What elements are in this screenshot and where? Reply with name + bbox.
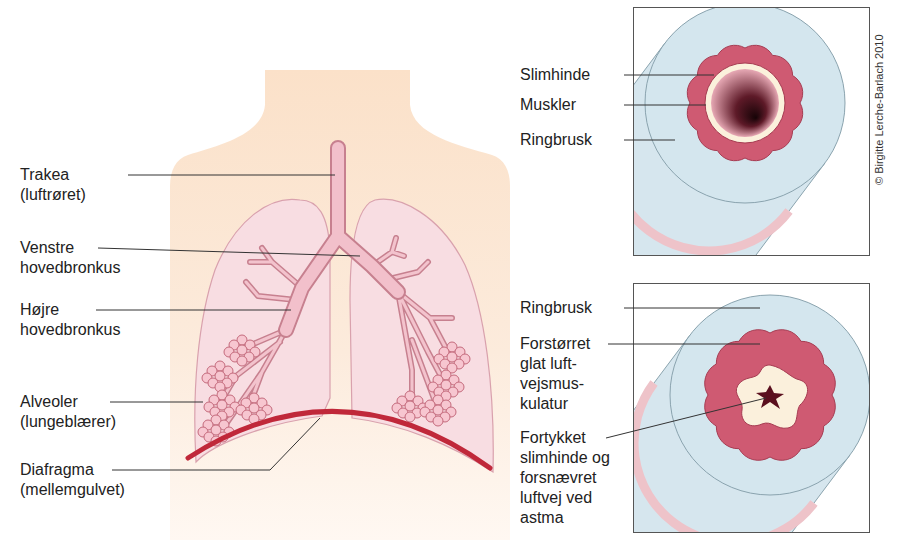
leader-line: [96, 75, 766, 470]
alveoli-cluster: [434, 342, 470, 373]
part-label: Trakea (luftrøret): [20, 165, 86, 205]
leader-line: [624, 140, 675, 141]
airway-asthma: [634, 295, 869, 532]
leader-line: [606, 398, 766, 438]
airway-asthma: [705, 330, 836, 461]
alveoli-cluster: [224, 335, 260, 366]
diaphragm: [188, 411, 490, 468]
airway-normal: [634, 8, 845, 255]
leader-line: [96, 310, 291, 311]
airway-normal: [711, 69, 779, 137]
airway-asthma: [736, 365, 807, 428]
part-label: Ringbrusk: [520, 298, 592, 318]
airway-asthma: [670, 295, 869, 495]
leader-line: [608, 344, 760, 345]
part-label: Fortykket slimhinde og forsnævret luftve…: [520, 428, 620, 528]
alveoli-cluster: [428, 370, 464, 401]
airway-normal: [687, 45, 802, 160]
part-label: Slimhinde: [520, 65, 590, 85]
airway-asthma: [756, 385, 784, 409]
part-label: Forstørret glat luft- vejsmus- kulatur: [520, 334, 612, 414]
leader-line: [112, 418, 320, 470]
leader-line: [624, 105, 706, 106]
alveoli-cluster: [420, 395, 456, 426]
alveoli-cluster: [202, 361, 238, 392]
bronchi: [222, 238, 452, 424]
leader-line: [128, 175, 335, 176]
airway-normal: [705, 63, 785, 143]
leader-line: [98, 248, 360, 256]
bronchi: [222, 238, 452, 424]
leader-line: [110, 402, 203, 403]
part-label: Alveoler (lungeblærer): [20, 392, 116, 432]
part-label: Diafragma (mellemgulvet): [20, 460, 125, 500]
part-label: Ringbrusk: [520, 130, 592, 150]
part-label: Venstre hovedbronkus: [20, 238, 121, 278]
leader-line: [624, 75, 714, 76]
part-label: Muskler: [520, 95, 576, 115]
copyright-note: © Birgitte Lerche-Barlach 2010: [873, 34, 886, 185]
leader-line: [624, 308, 760, 309]
alveoli-cluster: [204, 390, 240, 421]
alveoli-cluster: [392, 391, 428, 422]
bronchi: [222, 148, 452, 424]
part-label: Højre hovedbronkus: [20, 300, 121, 340]
